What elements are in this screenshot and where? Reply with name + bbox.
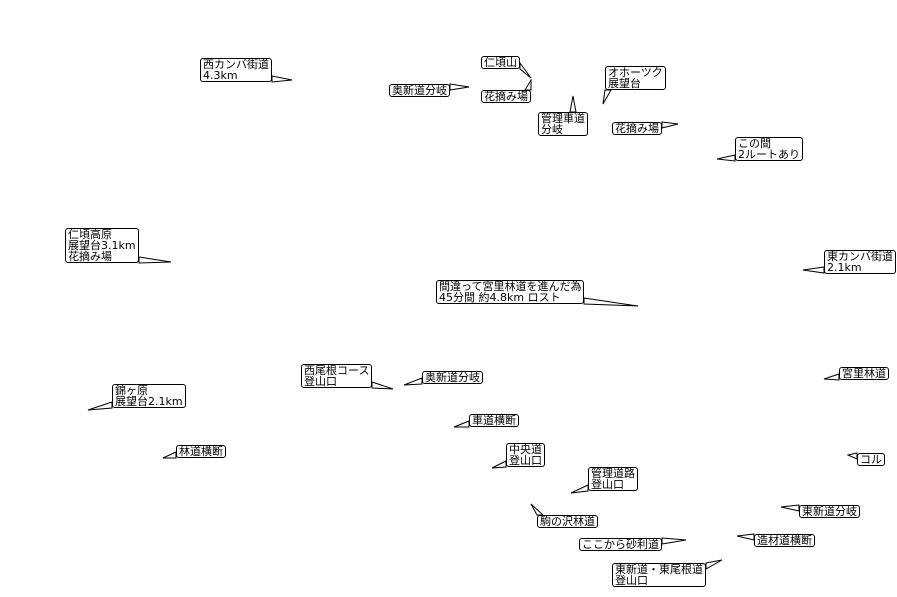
callout-pointer [519,61,532,79]
map-label-line: 2ルートあり [738,148,800,161]
callout-pointer [570,484,589,494]
map-label-line: 西尾根コース [304,364,370,377]
callout-pointer [530,503,545,516]
map-label-line: ここから砂利道 [582,538,659,551]
map-label-higashi-one: 東新道・東尾根道登山口 [612,563,706,587]
map-label-jari: ここから砂利道 [579,538,662,551]
map-label-line: 車道横断 [472,414,516,427]
callout-pointer [271,75,293,83]
map-label-line: 2.1km [827,261,862,274]
map-label-line: 東新道・東尾根道 [615,563,703,576]
map-label-line: 花摘み場 [484,90,528,103]
map-label-line: 東新道分岐 [802,505,857,518]
map-label-line: 登山口 [509,454,542,467]
map-label-line: 花摘み場 [68,250,112,263]
map-label-nishikigahara: 錦ヶ原展望台2.1km [112,384,186,408]
map-label-line: 駒の沢林道 [540,515,595,528]
callout-pointer [162,451,177,459]
map-label-line: コル [860,453,882,466]
map-label-line: 奥新道分岐 [425,371,480,384]
callout-pointer [802,266,825,274]
map-label-line: 展望台3.1km [68,239,136,252]
callout-pointer [87,401,113,411]
map-label-line: 登山口 [591,478,624,491]
map-label-line: 宮里林道 [842,367,886,380]
map-label-oku-shindo-n: 奥新道分岐 [389,84,450,97]
map-label-line: 奥新道分岐 [392,84,447,97]
callout-pointer [449,83,470,91]
map-label-line: 仁頃高原 [68,228,112,241]
callout-pointer [661,121,679,129]
map-label-line: 展望台2.1km [115,395,183,408]
map-label-line: 45分間 約4.8km ロスト [439,291,561,304]
map-label-line: 東カンバ街道 [827,250,893,263]
map-label-line: 林道横断 [179,445,223,458]
map-label-line: 分岐 [541,123,563,136]
callout-pointer [823,373,840,381]
map-label-line: 展望台 [608,77,641,90]
map-label-chuodo: 中央道登山口 [506,443,545,467]
map-label-line: 管理道路 [591,467,635,480]
map-label-oku-shindo-s: 奥新道分岐 [422,371,483,384]
map-label-nippusan: 仁頃山 [481,56,520,69]
callout-pointer [371,381,394,390]
callout-pointer [524,78,532,91]
map-label-okhotsk: オホーツク展望台 [605,66,666,90]
map-label-komanosawa: 駒の沢林道 [537,515,598,528]
map-label-line: この間 [738,137,771,150]
callout-pointer [491,460,507,469]
callout-pointer [453,420,470,428]
map-label-line: 錦ヶ原 [115,384,148,397]
map-label-miyasato: 宮里林道 [839,367,889,380]
callout-pointer [661,537,687,545]
map-label-col: コル [857,453,885,466]
map-label-kanri-shado: 管理車道分岐 [538,112,588,136]
map-label-line: 仁頃山 [484,56,517,69]
callout-pointer [602,89,612,105]
map-label-line: 4.3km [203,69,238,82]
map-label-line: 登山口 [304,375,337,388]
map-label-line: 造材道横断 [757,534,812,547]
map-label-line: 間違って宮里林道を進んだ為 [439,280,582,293]
callout-pointer [569,95,577,113]
map-label-nishione: 西尾根コース登山口 [301,364,373,388]
map-label-shado-odan: 車道横断 [469,414,519,427]
callout-pointer [583,297,639,307]
callout-pointer [780,504,800,512]
callout-pointer [403,377,423,386]
map-label-hanatsumi-1: 花摘み場 [481,90,531,103]
map-label-line: 花摘み場 [615,122,659,135]
map-label-line: オホーツク [608,66,663,79]
map-label-hanatsumi-2: 花摘み場 [612,122,662,135]
map-label-line: 西カンバ街道 [203,58,269,71]
map-label-zoezai: 造材道横断 [754,534,815,547]
callout-pointer [138,256,172,264]
map-label-rindo-odan: 林道横断 [176,445,226,458]
map-label-line: 中央道 [509,443,542,456]
map-label-higashi-shindo: 東新道分岐 [799,505,860,518]
map-label-line: 管理車道 [541,112,585,125]
callout-pointer [846,452,858,460]
map-label-kanri-doro: 管理道路登山口 [588,467,638,491]
callout-pointer [705,559,723,570]
callout-pointer [736,533,755,541]
callout-pointer [716,154,736,162]
map-label-line: 登山口 [615,574,648,587]
